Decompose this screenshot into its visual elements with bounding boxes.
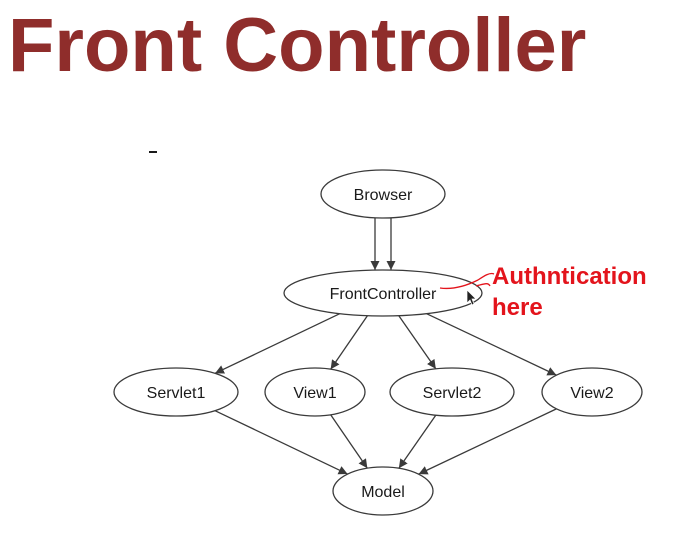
node-browser-label: Browser	[354, 187, 413, 204]
edges-layer	[214, 218, 557, 475]
node-servlet2: Servlet2	[389, 367, 515, 417]
node-view2: View2	[541, 367, 643, 417]
node-model: Model	[332, 466, 434, 516]
node-servlet1: Servlet1	[113, 367, 239, 417]
annotation-line-1: Authntication	[492, 263, 647, 290]
node-servlet2-label: Servlet2	[423, 385, 482, 402]
mouse-cursor-icon	[466, 289, 477, 306]
edge-frontcontroller-to-view2	[426, 313, 557, 376]
node-browser: Browser	[320, 169, 446, 219]
node-model-shape	[332, 466, 434, 516]
node-view1-label: View1	[293, 385, 336, 402]
node-servlet1-shape	[113, 367, 239, 417]
edge-frontcontroller-to-servlet1	[214, 313, 341, 374]
edge-servlet1-to-model	[214, 410, 348, 475]
node-frontcontroller-label: FrontController	[330, 286, 437, 303]
edge-servlet2-to-model	[398, 414, 437, 469]
annotation-line-2: here	[492, 294, 543, 321]
edge-frontcontroller-to-servlet2	[398, 315, 437, 370]
node-model-label: Model	[361, 484, 405, 501]
node-frontcontroller-shape	[283, 269, 483, 317]
node-browser-shape	[320, 169, 446, 219]
annotation-connector	[439, 272, 495, 290]
edge-view2-to-model	[418, 408, 557, 475]
node-view2-shape	[541, 367, 643, 417]
node-servlet2-shape	[389, 367, 515, 417]
slide-title: Front Controller	[8, 3, 587, 88]
node-view1: View1	[264, 367, 366, 417]
edge-frontcontroller-to-view1	[330, 315, 368, 370]
node-view1-shape	[264, 367, 366, 417]
node-view2-label: View2	[570, 385, 613, 402]
edge-view1-to-model	[330, 414, 368, 469]
node-servlet1-label: Servlet1	[147, 385, 206, 402]
node-frontcontroller: FrontController	[283, 269, 483, 317]
